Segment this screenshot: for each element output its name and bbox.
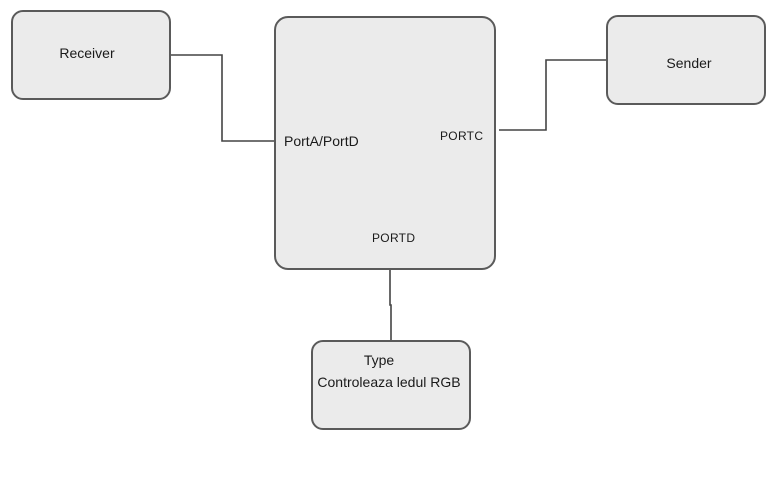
sender-box (606, 15, 766, 105)
wire-controller-sender (499, 59, 608, 131)
controller-box (274, 16, 496, 270)
receiver-box (11, 10, 171, 100)
type-box (311, 340, 471, 430)
controller-node[interactable]: PortA/PortD PORTC PORTD (274, 16, 496, 270)
wire-controller-type (389, 270, 392, 342)
sender-label: Sender (666, 55, 711, 71)
sender-node[interactable]: Sender (606, 15, 766, 105)
type-node[interactable]: Type Controleaza ledul RGB (311, 340, 471, 430)
port-bottom-label: PORTD (372, 231, 415, 245)
receiver-node[interactable]: Receiver (11, 10, 171, 100)
type-description: Controleaza ledul RGB (317, 374, 460, 390)
wire-receiver-controller (170, 54, 277, 142)
receiver-label: Receiver (59, 45, 115, 61)
port-right-label: PORTC (440, 129, 483, 143)
port-left-label: PortA/PortD (284, 133, 359, 149)
type-title: Type (364, 352, 395, 368)
